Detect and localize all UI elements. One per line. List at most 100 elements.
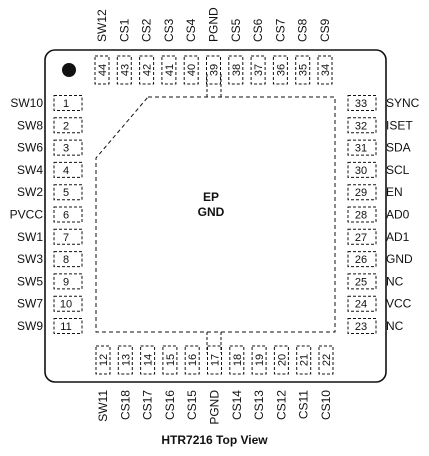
pin-label-cs17: CS17 [141,390,155,420]
pin-number-31: 31 [355,143,367,155]
pin-label-sync: SYNC [386,96,420,110]
pin-number-29: 29 [355,187,367,199]
pin-number-17: 17 [210,354,222,366]
pin-number-13: 13 [120,354,132,366]
pin-number-32: 32 [355,120,367,132]
pin-label-vcc: VCC [386,297,412,311]
pin-pad-18 [229,345,245,375]
pin-number-8: 8 [63,254,69,266]
pin-number-24: 24 [355,299,367,311]
pin1-indicator [62,63,76,77]
pin-number-23: 23 [355,321,367,333]
pin-number-35: 35 [298,64,310,76]
pin-pad-25 [347,273,377,290]
exposed-pad-net-label: GND [198,205,225,219]
pin-number-41: 41 [164,64,176,76]
pin-label-cs11: CS11 [297,390,311,419]
pin-group: 1SW102SW83SW64SW45SW26PVCC7SW18SW39SW510… [10,7,420,425]
pin-number-30: 30 [355,165,367,177]
pin-pad-26 [347,251,377,268]
pin-number-25: 25 [355,276,367,288]
pin-number-19: 19 [254,354,266,366]
pin-pad-39 [206,55,221,85]
pin-pad-37 [250,55,266,85]
pin-number-4: 4 [63,165,69,177]
pin-number-37: 37 [253,64,265,76]
pin-label-cs18: CS18 [118,390,132,420]
pin-pad-14 [140,345,156,375]
pin-label-sw8: SW8 [17,118,43,132]
pin-number-36: 36 [275,64,287,76]
pin-pad-36 [272,55,288,85]
pin-pad-19 [251,345,267,375]
exposed-pad-label: EP [203,190,219,204]
pin-label-sw3: SW3 [17,252,43,266]
pin-label-iset: ISET [386,118,413,132]
pin-number-28: 28 [355,210,367,222]
pin-pad-24 [347,295,377,312]
pin-number-2: 2 [63,120,69,132]
pin-label-sw10: SW10 [10,96,43,110]
pin-label-pgnd: PGND [207,7,221,42]
pin-label-cs10: CS10 [319,390,333,420]
pin-number-12: 12 [98,354,110,366]
pin-pad-13 [117,345,133,375]
pin-number-14: 14 [143,354,155,366]
pin-pad-32 [347,117,377,134]
pin-label-cs6: CS6 [251,18,265,42]
pin-label-sw6: SW6 [17,141,43,155]
pin-pad-5 [53,184,83,201]
pin-pad-31 [347,139,377,156]
pin-pad-30 [347,161,377,178]
pin-label-sw1: SW1 [17,230,43,244]
pin-pad-22 [318,345,334,375]
pin-label-nc: NC [386,274,404,288]
pin-pad-23 [347,318,377,334]
pin-number-43: 43 [119,64,131,76]
pin-label-ad1: AD1 [386,230,410,244]
pin-number-38: 38 [231,64,243,76]
pin-number-40: 40 [186,64,198,76]
pin-pad-40 [183,55,199,85]
exposed-pad-outline [95,96,336,333]
pin-number-7: 7 [63,232,69,244]
pin-number-21: 21 [299,354,311,366]
pin-pad-3 [53,139,83,156]
pin-pad-21 [296,345,312,375]
pin-pad-8 [53,251,83,268]
pin-pad-12 [95,345,111,375]
pin-number-1: 1 [63,98,69,110]
pin-pad-20 [273,345,289,375]
pin-label-ad0: AD0 [386,208,410,222]
pin-number-42: 42 [142,64,154,76]
pin-number-9: 9 [63,276,69,288]
pin-label-cs5: CS5 [229,18,243,42]
pin-pad-28 [347,206,377,223]
pin-label-gnd: GND [386,252,413,266]
pin-number-18: 18 [232,354,244,366]
pin-label-sda: SDA [386,141,411,155]
pin-label-cs16: CS16 [163,390,177,420]
pin-label-cs1: CS1 [117,18,131,42]
pin-number-15: 15 [165,354,177,366]
pin-label-cs8: CS8 [296,18,310,42]
pin-pad-1 [53,95,83,111]
pin-pad-42 [139,55,155,85]
pin-label-cs15: CS15 [185,390,199,420]
pin-pad-11 [53,318,83,334]
pin-label-pgnd: PGND [208,390,222,425]
pin-number-5: 5 [63,187,69,199]
pin-label-cs14: CS14 [230,390,244,420]
pin-pad-34 [317,55,333,85]
pin-label-cs13: CS13 [252,390,266,420]
pin-pad-7 [53,228,83,245]
pin-label-scl: SCL [386,163,410,177]
pin-number-33: 33 [355,98,367,110]
pin-pad-43 [116,55,132,85]
pin-pad-9 [53,273,83,290]
pin-number-16: 16 [187,354,199,366]
pin-label-sw5: SW5 [17,274,43,288]
pin-number-6: 6 [63,210,69,222]
pin-label-cs2: CS2 [140,18,154,42]
